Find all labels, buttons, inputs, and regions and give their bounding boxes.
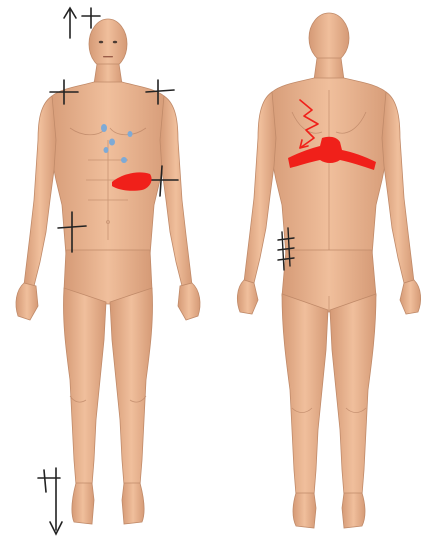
front-hand-right	[16, 283, 38, 320]
front-arm-right	[24, 96, 56, 286]
back-leg-right	[282, 294, 328, 495]
back-hand-left	[400, 280, 421, 314]
back-foot-right	[293, 493, 316, 528]
back-hand-right	[237, 280, 258, 314]
back-arm-left	[382, 92, 414, 283]
back-neck	[314, 58, 344, 80]
back-arm-right	[244, 92, 276, 283]
back-leg-left	[330, 294, 376, 495]
front-foot-left	[122, 483, 144, 524]
back-head	[309, 13, 349, 63]
back-foot-left	[342, 493, 365, 528]
front-leg-right	[63, 288, 106, 485]
front-arm-left	[160, 96, 192, 286]
down-arrow-foot-icon	[38, 468, 62, 534]
front-neck	[94, 64, 122, 84]
front-head	[89, 19, 127, 69]
front-hand-left	[178, 283, 200, 320]
front-figure	[16, 19, 200, 524]
front-leg-left	[110, 288, 153, 485]
front-foot-right	[72, 483, 94, 524]
up-arrow-head-icon	[64, 8, 76, 38]
